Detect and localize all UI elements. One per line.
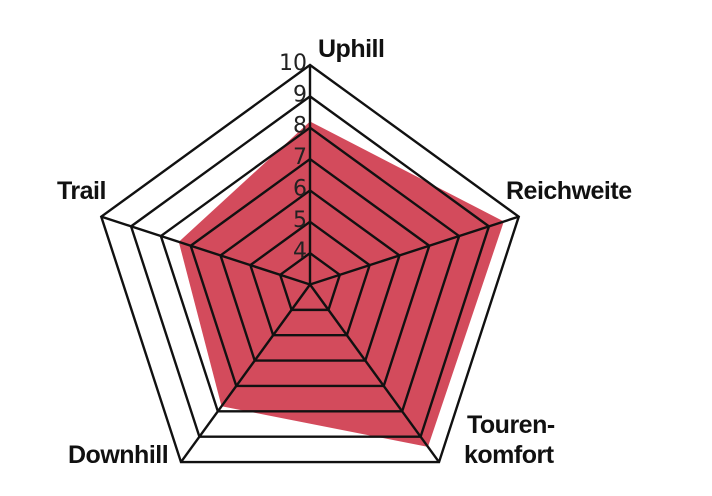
axis-label-trail: Trail [57,177,106,205]
axis-label-tourenkomfort: Touren- komfort [464,411,561,469]
tick-label-4: 4 [293,239,307,264]
scale-tick-labels: 4 5 6 7 8 9 10 [279,51,307,264]
axis-spoke-downhill [180,283,311,463]
grid-rings [99,63,521,464]
tick-label-8: 8 [293,114,307,139]
tick-label-9: 9 [293,82,307,107]
grid-ring-5 [248,220,372,337]
grid-ring-7 [189,157,431,388]
grid-ring-6 [219,188,401,362]
axis-spoke-reichweite [309,215,520,286]
axis-label-uphill: Uphill [318,35,384,63]
tick-label-6: 6 [293,176,307,201]
grid-ring-4 [278,251,342,312]
axis-label-tourenkomfort-line1: Touren- [467,411,555,439]
axis-spoke-tourenkomfort [309,283,440,463]
axis-label-tourenkomfort-line2: komfort [464,441,555,469]
grid-ring-10 [99,63,521,464]
data-polygon-layer [178,121,504,447]
tick-label-5: 5 [293,208,307,233]
tick-label-10: 10 [279,51,307,76]
grid-ring-8 [159,126,461,413]
series-polygon [178,121,504,447]
tick-label-7: 7 [293,145,307,170]
axis-spoke-trail [100,215,311,286]
grid-ring-9 [129,94,491,438]
axis-label-reichweite: Reichweite [506,177,632,205]
axis-label-downhill: Downhill [68,441,168,469]
axis-spokes [100,65,520,463]
